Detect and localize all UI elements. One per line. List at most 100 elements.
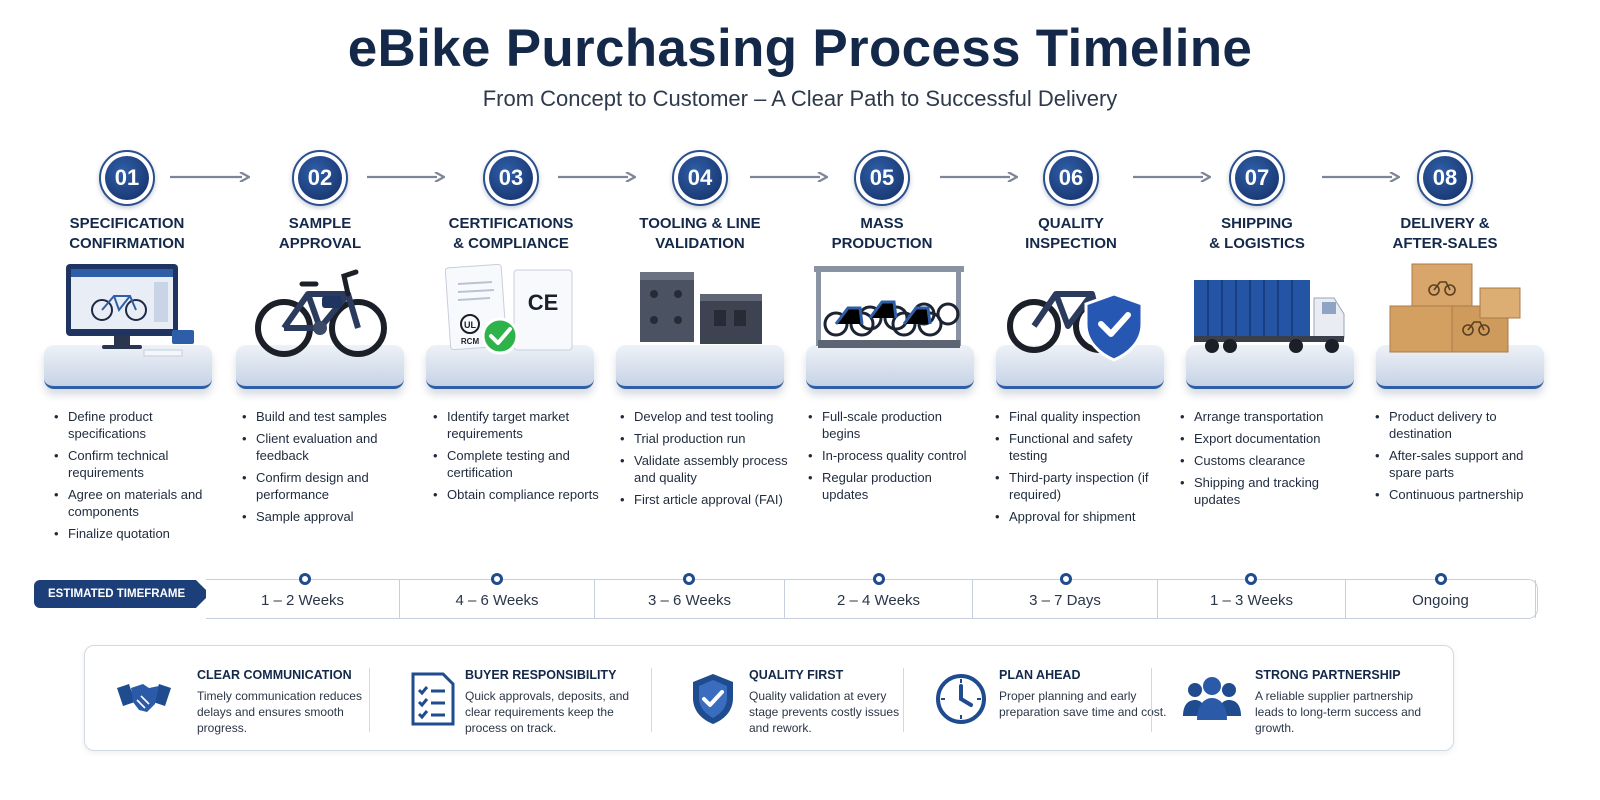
- step-8-bullets: Product delivery to destination After-sa…: [1375, 408, 1545, 508]
- list-item: Sample approval: [242, 508, 412, 525]
- list-item: Functional and safety testing: [995, 430, 1165, 464]
- list-item: Complete testing and certification: [433, 447, 603, 481]
- list-item: Trial production run: [620, 430, 790, 447]
- step-number-badge: 03: [483, 150, 539, 206]
- step-3: 03 CERTIFICATIONS& COMPLIANCE: [416, 150, 606, 254]
- tip-strong-partnership: STRONG PARTNERSHIP A reliable supplier p…: [1183, 666, 1443, 736]
- page-title: eBike Purchasing Process Timeline: [347, 19, 1253, 78]
- step-number: 03: [489, 156, 533, 200]
- handshake-icon: [117, 684, 171, 712]
- list-item: Customs clearance: [1180, 452, 1350, 469]
- step-number-badge: 02: [292, 150, 348, 206]
- step-number-badge: 05: [854, 150, 910, 206]
- delivery-boxes-icon: [1389, 263, 1521, 353]
- timeline-marker: [1060, 573, 1072, 585]
- step-title: CERTIFICATIONS& COMPLIANCE: [448, 215, 574, 252]
- list-item: Approval for shipment: [995, 508, 1165, 525]
- step-7-bullets: Arrange transportation Export documentat…: [1180, 408, 1350, 513]
- timeline-marker: [1245, 573, 1257, 585]
- arrow-right-icon: [750, 172, 828, 182]
- timeline-marker: [1435, 573, 1447, 585]
- arrow-right-icon: [558, 172, 636, 182]
- computer-monitor-icon: [66, 264, 194, 357]
- list-item: In-process quality control: [808, 447, 978, 464]
- step-number: 01: [105, 156, 149, 200]
- list-item: Develop and test tooling: [620, 408, 790, 425]
- list-item: Shipping and tracking updates: [1180, 474, 1350, 508]
- timeframe-cell: Ongoing: [1346, 580, 1536, 618]
- tip-text: A reliable supplier partnership leads to…: [1255, 689, 1422, 735]
- platform-base: [426, 345, 594, 389]
- timeframe-cell: 1 – 3 Weeks: [1158, 580, 1346, 618]
- step-number-badge: 08: [1417, 150, 1473, 206]
- list-item: After-sales support and spare parts: [1375, 447, 1545, 481]
- tip-clear-communication: CLEAR COMMUNICATION Timely communication…: [115, 666, 365, 736]
- tips-panel: CLEAR COMMUNICATION Timely communication…: [84, 645, 1454, 751]
- list-item: Finalize quotation: [54, 525, 224, 542]
- timeframe-cell: 3 – 7 Days: [973, 580, 1158, 618]
- timeframe-cell: 4 – 6 Weeks: [400, 580, 595, 618]
- step-5-bullets: Full-scale production begins In-process …: [808, 408, 978, 508]
- tip-title: STRONG PARTNERSHIP: [1255, 668, 1401, 682]
- list-item: Agree on materials and components: [54, 486, 224, 520]
- ebike-icon: [255, 269, 387, 357]
- list-item: Product delivery to destination: [1375, 408, 1545, 442]
- timeframe-label: ESTIMATED TIMEFRAME: [34, 580, 210, 608]
- timeline-marker: [683, 573, 695, 585]
- arrow-right-icon: [1133, 172, 1211, 182]
- tip-plan-ahead: PLAN AHEAD Proper planning and early pre…: [935, 666, 1185, 736]
- list-item: Identify target market requirements: [433, 408, 603, 442]
- tip-title: BUYER RESPONSIBILITY: [465, 668, 617, 682]
- platform-base: [996, 345, 1164, 389]
- divider: [903, 668, 904, 732]
- step-6-bullets: Final quality inspection Functional and …: [995, 408, 1165, 530]
- list-item: Continuous partnership: [1375, 486, 1545, 503]
- rcm-mark: RCM: [461, 337, 480, 346]
- step-title: SHIPPING& LOGISTICS: [1209, 215, 1305, 252]
- step-number: 02: [298, 156, 342, 200]
- list-item: Final quality inspection: [995, 408, 1165, 425]
- tip-title: CLEAR COMMUNICATION: [197, 668, 352, 682]
- divider: [651, 668, 652, 732]
- list-item: Confirm design and performance: [242, 469, 412, 503]
- arrow-right-icon: [940, 172, 1018, 182]
- tip-text: Quick approvals, deposits, and clear req…: [465, 689, 630, 735]
- tip-title: QUALITY FIRST: [749, 668, 844, 682]
- team-icon: [1183, 677, 1241, 720]
- list-item: Define product specifications: [54, 408, 224, 442]
- step-number: 07: [1235, 156, 1279, 200]
- step-8: 08 DELIVERY &AFTER-SALES: [1350, 150, 1540, 254]
- list-item: Validate assembly process and quality: [620, 452, 790, 486]
- step-number: 08: [1423, 156, 1467, 200]
- timeframe-cell: 2 – 4 Weeks: [785, 580, 973, 618]
- tip-buyer-responsibility: BUYER RESPONSIBILITY Quick approvals, de…: [405, 666, 655, 736]
- list-item: Confirm technical requirements: [54, 447, 224, 481]
- list-item: Regular production updates: [808, 469, 978, 503]
- step-title: DELIVERY &AFTER-SALES: [1392, 215, 1498, 252]
- step-3-bullets: Identify target market requirements Comp…: [433, 408, 603, 508]
- list-item: First article approval (FAI): [620, 491, 790, 508]
- certificate-icon: CE UL RCM: [444, 263, 573, 355]
- list-item: Arrange transportation: [1180, 408, 1350, 425]
- step-1-bullets: Define product specifications Confirm te…: [54, 408, 224, 547]
- list-item: Client evaluation and feedback: [242, 430, 412, 464]
- step-4-bullets: Develop and test tooling Trial productio…: [620, 408, 790, 513]
- step-number-badge: 04: [672, 150, 728, 206]
- page-subtitle: From Concept to Customer – A Clear Path …: [482, 86, 1118, 111]
- tip-text: Proper planning and early preparation sa…: [999, 689, 1167, 719]
- step-7: 07 SHIPPING& LOGISTICS: [1162, 150, 1352, 254]
- platform-base: [44, 345, 212, 389]
- step-number-badge: 07: [1229, 150, 1285, 206]
- step-number: 05: [860, 156, 904, 200]
- tip-quality-first: QUALITY FIRST Quality validation at ever…: [689, 666, 939, 736]
- arrow-right-icon: [1322, 172, 1400, 182]
- list-item: Full-scale production begins: [808, 408, 978, 442]
- timeline-marker: [873, 573, 885, 585]
- clock-icon: [936, 674, 986, 724]
